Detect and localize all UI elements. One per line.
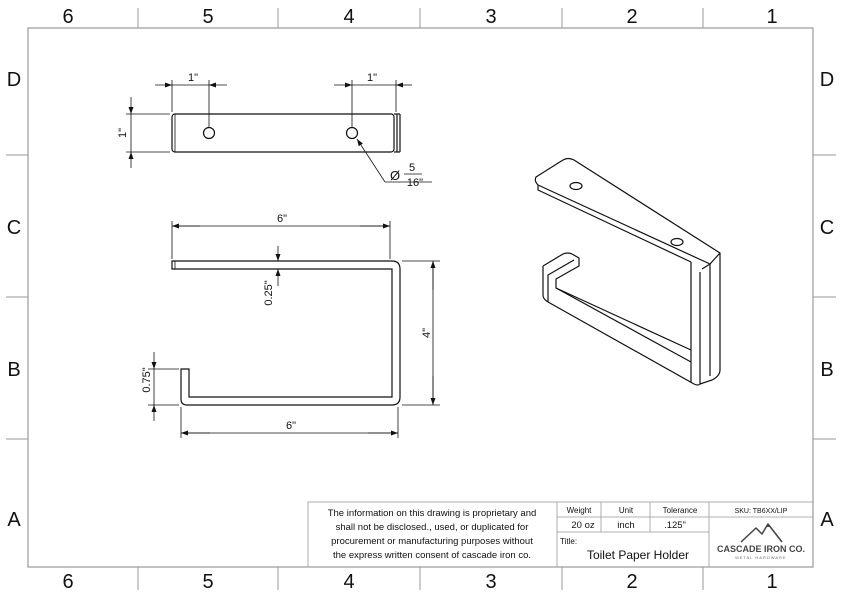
- tolerance-value: .125": [664, 520, 686, 531]
- drawing-title: Toilet Paper Holder: [587, 548, 689, 562]
- dim-top-length: 6": [277, 213, 287, 225]
- dim-hole-offset-right: 1": [367, 72, 377, 84]
- title-block: The information on this drawing is propr…: [307, 501, 814, 568]
- front-view-profile: [171, 260, 401, 406]
- row-labels-left: D C B A: [7, 69, 22, 531]
- col-label: 4: [343, 571, 354, 593]
- dim-lip-height: 0.75": [141, 367, 153, 392]
- isometric-view: [534, 157, 721, 386]
- col-label: 4: [343, 6, 354, 28]
- col-label: 5: [202, 6, 213, 28]
- dim-bottom-length: 6": [286, 420, 296, 432]
- row-label: D: [7, 69, 21, 91]
- col-label: 1: [766, 571, 777, 593]
- col-label: 6: [62, 6, 73, 28]
- weight-header: Weight: [567, 506, 593, 515]
- top-view-part: [171, 113, 401, 153]
- dim-hole-offset-left: 1": [188, 72, 198, 84]
- proprietary-notice-line: procurement or manufacturing purposes wi…: [331, 536, 533, 547]
- col-label: 2: [626, 6, 637, 28]
- iso-mount-hole-left: [569, 181, 583, 191]
- company-logo: CASCADE IRON CO. METAL HARDWARE: [717, 523, 805, 560]
- hole-diameter-denominator: 16": [407, 177, 423, 189]
- iso-mount-hole-right: [670, 237, 684, 247]
- top-view: 1" 1" 1" Ø 5 16": [117, 72, 432, 189]
- dim-thickness: 0.25": [263, 280, 275, 305]
- row-label: B: [7, 359, 20, 381]
- unit-header: Unit: [619, 506, 634, 515]
- column-labels-bottom: 6 5 4 3 2 1: [62, 571, 777, 593]
- hole-diameter-numerator: 5: [409, 162, 415, 174]
- col-label: 3: [485, 6, 496, 28]
- drawing-border: [6, 8, 836, 590]
- row-label: D: [820, 69, 834, 91]
- proprietary-notice-line: the express written consent of cascade i…: [333, 550, 531, 561]
- unit-value: inch: [617, 520, 634, 531]
- col-label: 1: [766, 6, 777, 28]
- row-label: A: [820, 509, 834, 531]
- diameter-symbol: Ø: [390, 168, 400, 183]
- mount-hole-right: [345, 126, 359, 140]
- mount-hole-left: [202, 126, 216, 140]
- row-label: C: [820, 217, 834, 239]
- weight-value: 20 oz: [571, 520, 594, 531]
- row-label: B: [820, 359, 833, 381]
- col-label: 6: [62, 571, 73, 593]
- title-label: Title:: [560, 537, 577, 546]
- col-label: 2: [626, 571, 637, 593]
- tolerance-header: Tolerance: [663, 506, 698, 515]
- col-label: 3: [485, 571, 496, 593]
- proprietary-notice-line: The information on this drawing is propr…: [328, 508, 537, 519]
- proprietary-notice-line: shall not be disclosed., used, or duplic…: [336, 522, 529, 533]
- dim-width: 1": [117, 128, 129, 138]
- column-labels-top: 6 5 4 3 2 1: [62, 6, 777, 28]
- row-label: A: [7, 509, 21, 531]
- sku-label: SKU: TB6XX/LIP: [735, 508, 788, 515]
- row-label: C: [7, 217, 21, 239]
- row-labels-right: D C B A: [820, 69, 835, 531]
- company-tagline: METAL HARDWARE: [735, 555, 786, 560]
- front-view: 6" 0.25" 4" 0.75" 6": [141, 213, 440, 438]
- col-label: 5: [202, 571, 213, 593]
- dim-height: 4": [421, 328, 433, 338]
- company-name: CASCADE IRON CO.: [717, 544, 805, 554]
